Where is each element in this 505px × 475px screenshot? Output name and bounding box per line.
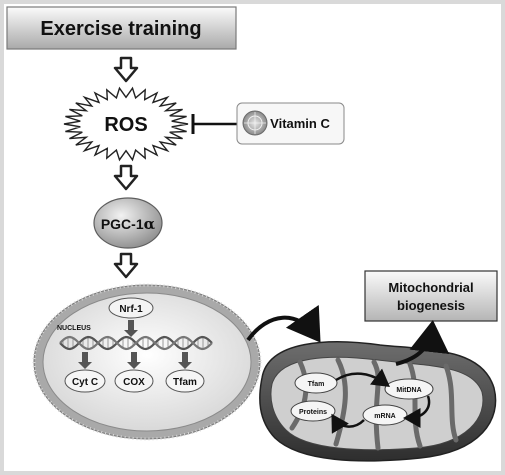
cytc-arrow [78,352,92,369]
mito-biogenesis-box: Mitochondrial biogenesis [364,270,498,322]
down-arrow-1 [113,56,139,83]
nucleus-to-mito-arrow [246,304,321,343]
cytc-label: Cyt C [72,377,98,388]
cytc-node: Cyt C [64,369,106,393]
ros-label: ROS [104,114,147,136]
vitamin-c-box: Vitamin C [236,102,345,145]
cox-arrow [127,352,141,369]
down-arrow-2 [113,164,139,191]
mito-proteins-node: Proteins [290,400,336,422]
cycle-arrow-tfam-mitdna [335,368,391,387]
tfam-label: Tfam [173,377,197,388]
nucleus-label: NUCLEUS [57,325,91,332]
down-arrow-3 [113,252,139,279]
cox-label: COX [123,377,145,388]
pgc-1a-node: PGC-1α [93,197,163,249]
exercise-training-label: Exercise training [40,18,201,40]
mito-mitdna-node: MitDNA [384,378,434,400]
dna-helix [59,335,213,351]
mito-tfam-label: Tfam [308,381,325,388]
cristae [289,357,459,451]
cycle-arrow-mitdna-mrna [403,395,431,428]
mito-mrna-node: mRNA [362,404,408,426]
mito-biogenesis-line2: biogenesis [397,298,465,313]
cox-node: COX [114,369,154,393]
inhibition-bar [191,114,237,134]
mito-mrna-label: mRNA [374,413,395,420]
mito-mitdna-label: MitDNA [396,387,421,394]
mito-to-biogenesis-arrow [395,320,450,366]
nrf-1-node: Nrf-1 [108,297,154,319]
exercise-training-box: Exercise training [6,6,237,50]
mito-biogenesis-line1: Mitochondrial [388,280,473,295]
mito-proteins-label: Proteins [299,409,327,416]
mito-tfam-node: Tfam [294,372,338,394]
lemon-slice-icon [242,110,268,136]
tfam-node: Tfam [165,369,205,393]
nrf-1-label: Nrf-1 [119,304,143,315]
mitochondrion: Tfam MitDNA Proteins mRNA [259,341,497,462]
pgc-1a-label: PGC-1α [101,215,156,233]
vitamin-c-label: Vitamin C [270,116,330,131]
ros-burst: ROS [63,86,189,162]
nucleus: NUCLEUS Nrf-1 Cyt C COX Tfam [32,283,262,441]
tfam-arrow [178,352,192,369]
nrf-down-arrow [124,320,138,337]
cycle-arrow-mrna-proteins [331,413,365,434]
